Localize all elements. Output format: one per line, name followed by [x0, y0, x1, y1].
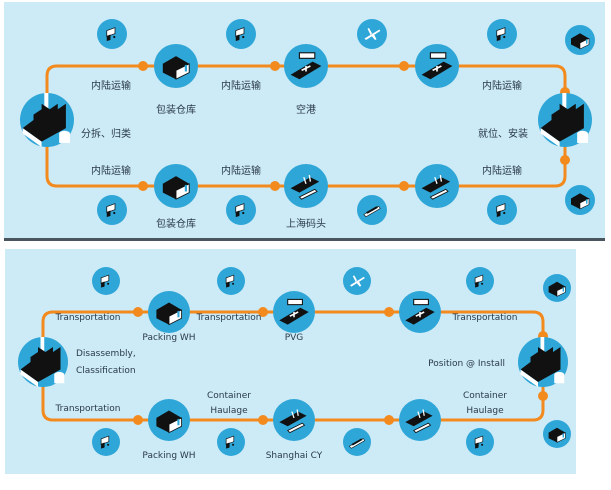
route-dot [258, 307, 268, 317]
bottom-transport-icon-circle [217, 428, 245, 456]
route-dot [270, 61, 280, 71]
top-transport-icon-circle [565, 25, 595, 55]
top-leg1-label: 内陆运输 [91, 79, 131, 92]
route-dot [270, 181, 280, 191]
route-dot [399, 61, 409, 71]
en-labels: Transportation Transportation Transporta… [55, 313, 518, 461]
bottom-route-node [399, 399, 441, 441]
route-dot [133, 415, 143, 425]
top-transport-icon-circle [226, 19, 256, 49]
top-leg1-label: Transportation [55, 313, 121, 323]
origin-label: 分拆、归类 [81, 127, 131, 140]
top-route-node [148, 291, 190, 333]
bottom-transport-icon-circle [226, 195, 256, 225]
top-route-node [154, 44, 198, 88]
bottom-route-node [154, 164, 198, 208]
top-route-node [273, 291, 315, 333]
bottom-node2-label: 上海码头 [286, 217, 326, 230]
bottom-route-node [284, 164, 328, 208]
route-dot [384, 415, 394, 425]
top-transport-icon-circle [217, 267, 245, 295]
english-panel: Transportation Transportation Transporta… [5, 249, 576, 474]
bottom-transport-icon-circle [543, 420, 571, 448]
route-dot [560, 155, 570, 165]
bottom-node2-label: Shanghai CY [266, 451, 323, 461]
top-node2-label: 空港 [296, 103, 316, 116]
destination-label: Position @ Install [428, 359, 505, 369]
top-route-node [415, 44, 459, 88]
top-leg2-label: 内陆运输 [221, 79, 261, 92]
destination-factory-node [538, 93, 592, 147]
bottom-leg3-label: 内陆运输 [482, 164, 522, 177]
top-transport-icon-circle [97, 19, 127, 49]
bottom-leg2-label-line1: Container [207, 391, 251, 401]
origin-factory-node [18, 337, 68, 387]
route-dot [138, 61, 148, 71]
bottom-route-node [415, 164, 459, 208]
top-leg3-label: Transportation [452, 313, 518, 323]
route-dot [138, 181, 148, 191]
bottom-leg1-label: Transportation [55, 404, 121, 414]
top-route-node [399, 291, 441, 333]
top-node1-label: 包装仓库 [156, 103, 196, 116]
route-dot [538, 391, 548, 401]
bottom-transport-icon-circle [357, 195, 387, 225]
bottom-transport-icon-circle [343, 428, 371, 456]
top-transport-icon-circle [92, 267, 120, 295]
top-transport-icon-circle [466, 267, 494, 295]
route-dot [258, 415, 268, 425]
bottom-node1-label: 包装仓库 [156, 217, 196, 230]
panel-divider [4, 238, 605, 241]
bottom-leg1-label: 内陆运输 [91, 164, 131, 177]
bottom-transport-icon-circle [466, 428, 494, 456]
top-node1-label: Packing WH [142, 333, 195, 343]
destination-factory-node [518, 337, 568, 387]
bottom-leg3-label-line1: Container [463, 391, 507, 401]
bottom-node1-label: Packing WH [142, 451, 195, 461]
origin-label-line2: Classification [76, 366, 136, 376]
route-dot [133, 307, 143, 317]
top-transport-icon-circle [543, 274, 571, 302]
origin-factory-node [20, 93, 74, 147]
chinese-panel: 内陆运输 内陆运输 内陆运输 包装仓库 空港 分拆、归类 就位、安装 内陆运输 … [4, 2, 605, 241]
route-dot [384, 307, 394, 317]
top-transport-icon-circle [343, 267, 371, 295]
top-leg3-label: 内陆运输 [482, 79, 522, 92]
route-dot [399, 181, 409, 191]
bottom-transport-icon-circle [565, 185, 595, 215]
bottom-transport-icon-circle [487, 195, 517, 225]
top-transport-icon-circle [487, 19, 517, 49]
top-route-node [284, 44, 328, 88]
bottom-leg2-label-line2: Haulage [210, 406, 248, 416]
destination-label: 就位、安装 [478, 127, 528, 140]
top-transport-icon-circle [357, 19, 387, 49]
bottom-route-node [148, 399, 190, 441]
bottom-leg2-label: 内陆运输 [221, 164, 261, 177]
origin-label-line1: Disassembly, [76, 349, 136, 359]
bottom-transport-icon-circle [97, 195, 127, 225]
cn-labels: 内陆运输 内陆运输 内陆运输 包装仓库 空港 分拆、归类 就位、安装 内陆运输 … [81, 79, 528, 230]
top-node2-label: PVG [285, 333, 304, 343]
bottom-route-node [273, 399, 315, 441]
bottom-transport-icon-circle [92, 428, 120, 456]
top-leg2-label: Transportation [196, 313, 262, 323]
bottom-leg3-label-line2: Haulage [466, 406, 504, 416]
